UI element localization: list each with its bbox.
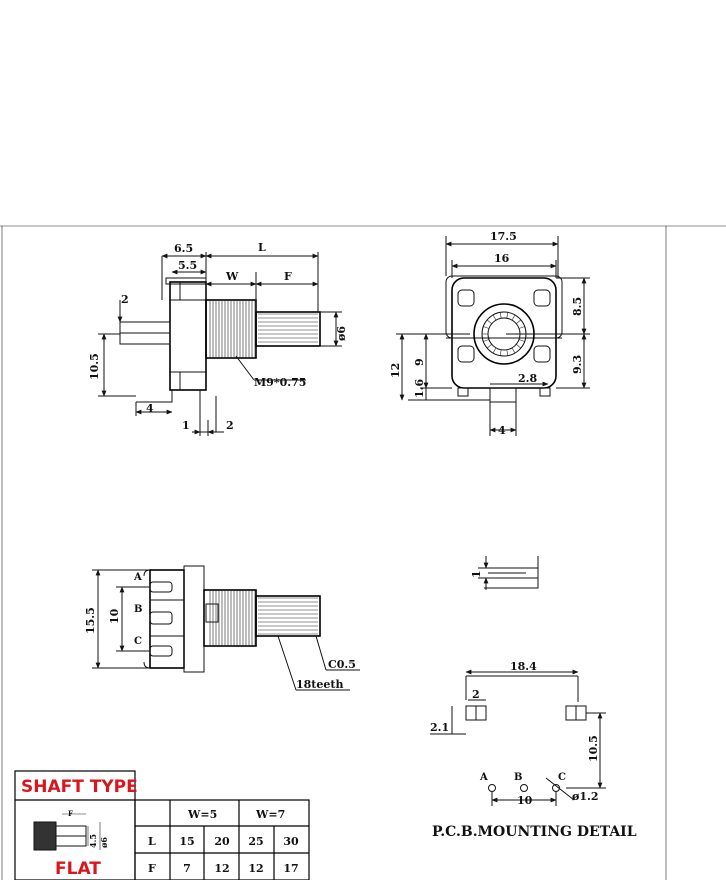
icon-d6: ø6: [99, 837, 109, 848]
row-L-label: L: [148, 835, 156, 848]
pin-label-C: C: [134, 636, 142, 647]
hole-diameter: ø1.2: [572, 790, 598, 803]
shaft-type-name: FLAT: [55, 859, 101, 879]
dim-4-front: 4: [498, 424, 506, 437]
dim-17-5: 17.5: [490, 230, 517, 243]
dim-9: 9: [413, 358, 426, 366]
row-F-values: 7 12 12 17: [183, 862, 298, 875]
dim-10-5: 10.5: [88, 353, 101, 380]
row-L-values: 15 20 25 30: [179, 835, 299, 848]
row-F-cell-0: 7: [183, 862, 191, 875]
dim-10-pcb: 10: [517, 794, 533, 807]
row-L-cell-3: 30: [283, 835, 299, 848]
pcb-mounting-detail: 18.4 2 2.1 10.5 A B C 10 ø1.2 P.C.B.MOUN…: [430, 660, 637, 840]
pcb-pin-B: B: [514, 772, 522, 783]
dim-1-6: 1.6: [413, 379, 426, 398]
thread-label: M9*0.75: [254, 376, 306, 389]
pcb-pin-C: C: [558, 772, 566, 783]
row-L-cell-0: 15: [179, 835, 194, 848]
row-F-cell-1: 12: [214, 862, 229, 875]
row-L-cell-1: 20: [214, 835, 230, 848]
dim-2-pcb: 2: [472, 688, 480, 701]
dim-10-5-pcb: 10.5: [587, 735, 600, 762]
dim-15-5: 15.5: [84, 607, 97, 634]
flat-shaft-icon: F 4.5 ø6: [33, 809, 109, 851]
shaft-knurl: [258, 313, 318, 343]
dim-6-5: 6.5: [174, 242, 193, 255]
row-F-cell-2: 12: [248, 862, 263, 875]
dim-8-5: 8.5: [571, 297, 584, 316]
teeth-label: 18teeth: [296, 678, 343, 691]
dim-F: F: [284, 270, 292, 283]
side-view-drawing: 6.5 L 5.5 W F 2 10.5 4 1 2 ø6: [88, 241, 348, 436]
row-F-label: F: [148, 862, 156, 875]
dim-18-4: 18.4: [510, 660, 537, 673]
dim-10-top: 10: [108, 608, 121, 624]
icon-F: F: [68, 809, 73, 818]
row-F-cell-3: 17: [283, 862, 298, 875]
dim-L: L: [258, 241, 266, 254]
dim-5-5: 5.5: [178, 259, 197, 272]
row-L-cell-2: 25: [248, 835, 263, 848]
header-w5: W=5: [187, 808, 217, 821]
front-view-drawing: 17.5 16 8.5 9.3 12 9 1.6 2.8 4: [389, 230, 590, 437]
chamfer-label: C0.5: [328, 658, 356, 671]
dim-16: 16: [494, 252, 510, 265]
shaft-knurl-top: [258, 597, 318, 635]
dim-W: W: [225, 270, 239, 283]
dim-12: 12: [389, 363, 402, 378]
dim-1-pin: 1: [470, 570, 483, 578]
dim-d6: ø6: [335, 326, 348, 341]
terminal-pins: [149, 581, 184, 657]
pin-detail-drawing: 1: [470, 556, 539, 590]
dim-2-bottom: 2: [226, 419, 234, 432]
pin-label-A: A: [133, 572, 142, 583]
shaft-type-title: SHAFT TYPE: [21, 777, 138, 797]
dim-4-side: 4: [146, 402, 154, 415]
dim-2-1: 2.1: [430, 721, 449, 734]
bushing-thread: [209, 300, 256, 358]
dim-1: 1: [182, 419, 190, 432]
dim-2: 2: [121, 293, 129, 306]
icon-4-5: 4.5: [88, 834, 98, 848]
shaft-type-table: SHAFT TYPE FLAT F 4.5 ø6 W=5 W=7 L F 15 2…: [14, 770, 310, 880]
header-w7: W=7: [255, 808, 285, 821]
dim-2-8: 2.8: [518, 372, 537, 385]
sheet-frame: [0, 225, 726, 880]
pcb-pin-A: A: [479, 772, 488, 783]
pcb-title: P.C.B.MOUNTING DETAIL: [432, 824, 637, 840]
top-view-drawing: A B C 15.5 10 C0.5 18teeth: [84, 565, 360, 691]
dim-9-3: 9.3: [571, 355, 584, 374]
bushing-thread-top: [209, 590, 256, 646]
pin-label-B: B: [134, 604, 142, 615]
